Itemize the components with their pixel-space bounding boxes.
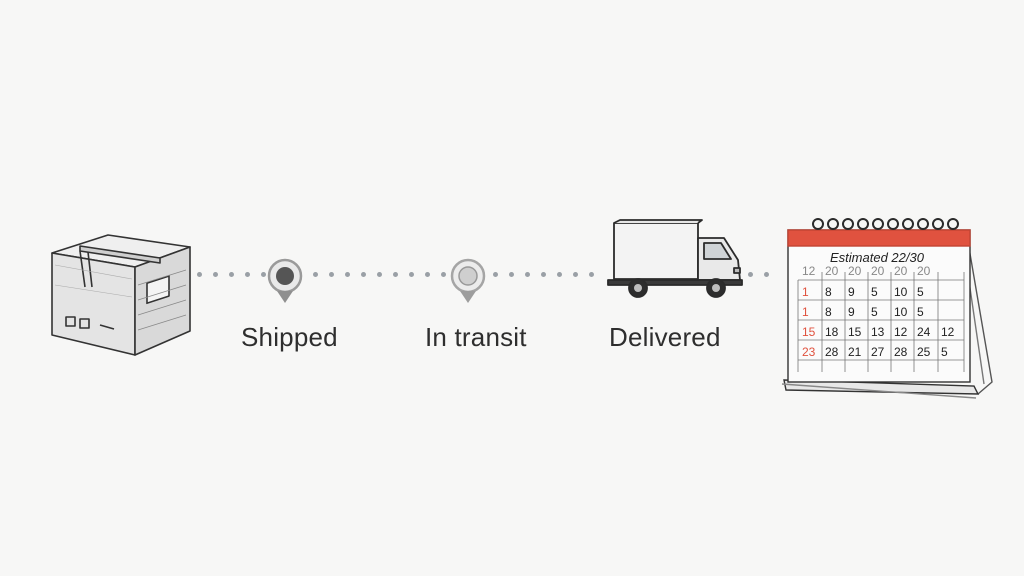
calendar-day: 28 <box>894 345 908 359</box>
calendar-day: 27 <box>871 345 885 359</box>
calendar-day: 12 <box>894 325 908 339</box>
connector-dots <box>313 270 462 278</box>
step-label-in-transit: In transit <box>425 322 527 352</box>
step-label-shipped: Shipped <box>241 322 338 352</box>
calendar-header-text: Estimated 22/30 <box>830 250 924 265</box>
calendar-day: 28 <box>825 345 839 359</box>
calendar-day: 20 <box>917 264 931 278</box>
step-label-delivered: Delivered <box>609 322 721 352</box>
calendar-day: 8 <box>825 285 832 299</box>
calendar-day: 10 <box>894 285 908 299</box>
connector-dots <box>748 270 769 278</box>
calendar-day: 15 <box>802 325 816 339</box>
calendar-day: 10 <box>894 305 908 319</box>
calendar-day: 20 <box>871 264 885 278</box>
connector-dots <box>493 270 594 278</box>
calendar-day: 18 <box>825 325 839 339</box>
location-pin-icon <box>450 258 486 303</box>
calendar-day: 13 <box>871 325 885 339</box>
delivery-truck-icon <box>607 219 743 298</box>
calendar-day: 1 <box>802 305 809 319</box>
calendar-day: 9 <box>848 305 855 319</box>
calendar-day: 1 <box>802 285 809 299</box>
connector-dots <box>197 270 266 278</box>
location-pin-icon <box>267 258 303 303</box>
calendar-day: 5 <box>871 305 878 319</box>
calendar-day: 24 <box>917 325 931 339</box>
calendar-day: 20 <box>825 264 839 278</box>
calendar-day: 5 <box>941 345 948 359</box>
calendar-day: 5 <box>917 285 924 299</box>
calendar-day: 25 <box>917 345 931 359</box>
calendar-day: 12 <box>802 264 816 278</box>
calendar-day: 9 <box>848 285 855 299</box>
package-box-icon <box>51 234 191 356</box>
calendar-day: 20 <box>848 264 862 278</box>
calendar-day: 23 <box>802 345 816 359</box>
calendar-day: 5 <box>871 285 878 299</box>
calendar-day: 15 <box>848 325 862 339</box>
calendar-day: 20 <box>894 264 908 278</box>
calendar-day: 8 <box>825 305 832 319</box>
calendar-day: 5 <box>917 305 924 319</box>
calendar-day: 21 <box>848 345 862 359</box>
calendar-day: 12 <box>941 325 955 339</box>
